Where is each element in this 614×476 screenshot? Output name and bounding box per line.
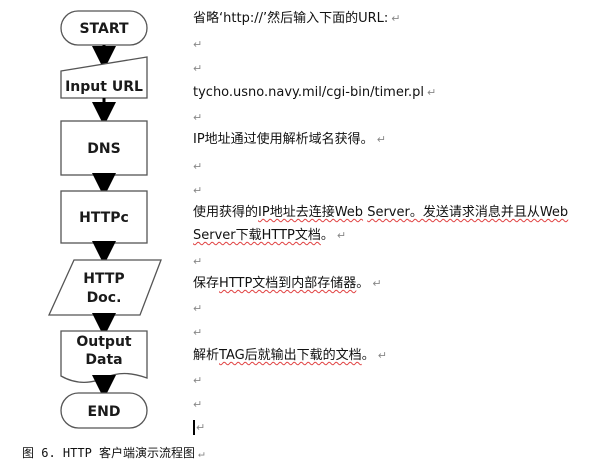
paragraph-mark-icon: ↵ xyxy=(391,12,401,25)
flowchart: START Input URL DNS HTTPc HTTP Doc. Outp… xyxy=(47,10,162,429)
dns-label: DNS xyxy=(87,141,120,157)
httpc-node: HTTPc xyxy=(60,190,148,244)
paragraph-mark-icon: ↵ xyxy=(198,447,205,460)
http-doc-label-1: HTTP xyxy=(83,271,124,287)
paragraph-mark-icon: ↵ xyxy=(193,38,203,51)
paragraph-mark-icon: ↵ xyxy=(427,86,437,99)
figure-caption: 图 6. HTTP 客户端演示流程图↵ xyxy=(22,446,205,460)
doc-line-httpc-2: Server下载HTTP文档。↵ xyxy=(193,228,347,243)
doc-line-parse: 解析TAG后就输出下载的文档。↵ xyxy=(193,348,387,363)
paragraph-mark-icon: ↵ xyxy=(196,421,206,434)
paragraph-mark-icon: ↵ xyxy=(193,302,203,315)
output-data-label-2: Data xyxy=(85,352,122,368)
start-node: START xyxy=(60,10,148,46)
paragraph-mark-icon: ↵ xyxy=(377,349,387,362)
paragraph-mark-icon: ↵ xyxy=(193,326,203,339)
input-url-node: Input URL xyxy=(60,56,148,99)
end-label: END xyxy=(88,404,121,420)
paragraph-mark-icon: ↵ xyxy=(336,229,347,242)
paragraph-mark-icon: ↵ xyxy=(193,62,203,75)
start-label: START xyxy=(79,21,129,37)
dns-node: DNS xyxy=(60,120,148,176)
paragraph-mark-icon: ↵ xyxy=(193,374,203,387)
paragraph-mark-icon: ↵ xyxy=(193,111,203,124)
doc-line-httpc-1: 使用获得的IP地址去连接Web Server。发送请求消息并且从Web xyxy=(193,205,569,220)
httpc-label: HTTPc xyxy=(79,210,129,226)
input-url-label: Input URL xyxy=(65,79,143,95)
paragraph-mark-icon: ↵ xyxy=(193,398,203,411)
text-cursor[interactable] xyxy=(193,420,195,435)
doc-line-url: tycho.usno.navy.mil/cgi-bin/timer.pl↵ xyxy=(193,85,437,100)
doc-line-save: 保存HTTP文档到内部存储器。↵ xyxy=(193,276,382,291)
paragraph-mark-icon: ↵ xyxy=(372,277,382,290)
http-doc-node: HTTP Doc. xyxy=(47,259,162,316)
output-data-label-1: Output xyxy=(76,334,132,350)
paragraph-mark-icon: ↵ xyxy=(376,133,386,146)
doc-line-dns: IP地址通过使用解析域名获得。↵ xyxy=(193,132,386,147)
http-doc-label-2: Doc. xyxy=(87,290,122,306)
output-data-node: Output Data xyxy=(60,330,148,383)
end-node: END xyxy=(60,392,148,429)
doc-line-1: 省略‘http://’然后输入下面的URL:↵ xyxy=(193,11,401,26)
paragraph-mark-icon: ↵ xyxy=(193,184,203,197)
paragraph-mark-icon: ↵ xyxy=(193,255,203,268)
paragraph-mark-icon: ↵ xyxy=(193,160,203,173)
